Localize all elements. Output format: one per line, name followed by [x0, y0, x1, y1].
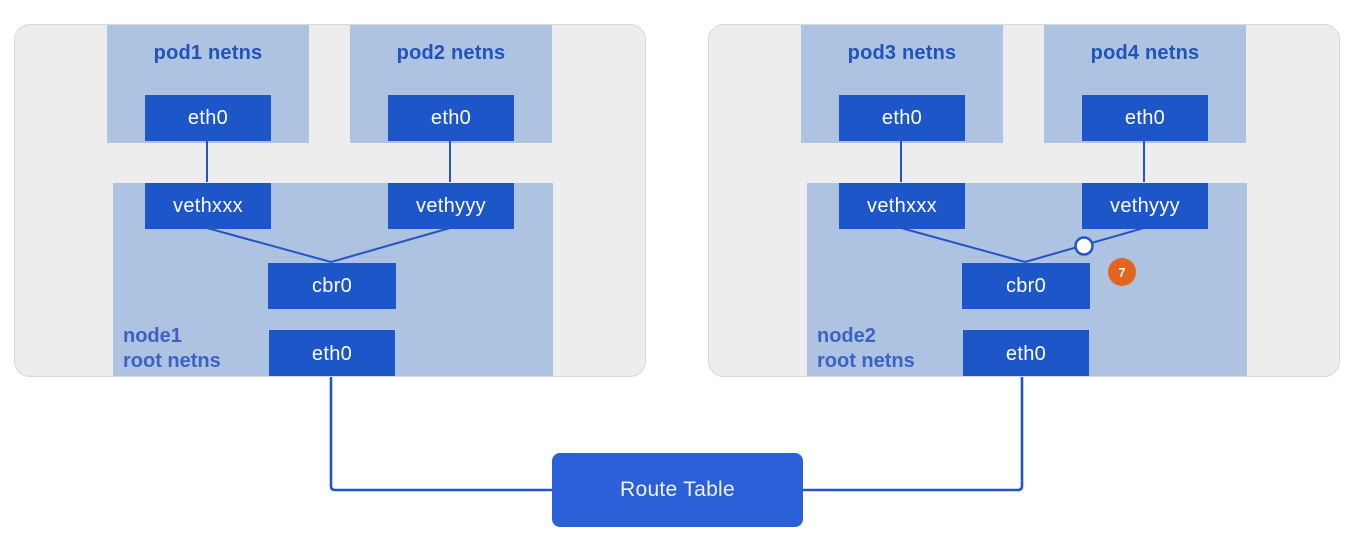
node2-name: node2 — [817, 325, 876, 347]
node2-label: node2 root netns — [817, 324, 915, 374]
wire-node1-eth0-to-route-table — [329, 377, 552, 492]
node1-root-netns-label: root netns — [123, 350, 221, 372]
pod4-eth0-box: eth0 — [1082, 95, 1208, 141]
pod2-netns-label: pod2 netns — [396, 42, 506, 64]
step-7-badge: 7 — [1108, 258, 1136, 286]
route-table-label: Route Table — [620, 478, 735, 501]
pod3-eth0-box: eth0 — [839, 95, 965, 141]
pod1-eth0-box: eth0 — [145, 95, 271, 141]
pod4-netns-box: pod4 netns eth0 — [1044, 25, 1246, 143]
wire-node2-eth0-to-route-table — [803, 377, 1024, 492]
pod1-netns-box: pod1 netns eth0 — [107, 25, 309, 143]
node1-vethxxx-box: vethxxx — [145, 183, 271, 229]
pod3-netns-label: pod3 netns — [847, 42, 957, 64]
node1-container: pod1 netns eth0 pod2 netns eth0 vethxxx … — [14, 24, 646, 377]
pod2-eth0-box: eth0 — [388, 95, 514, 141]
node1-cbr0-box: cbr0 — [268, 263, 396, 309]
node1-eth0-box: eth0 — [269, 330, 395, 376]
node1-vethyyy-box: vethyyy — [388, 183, 514, 229]
node2-cbr0-box: cbr0 — [962, 263, 1090, 309]
step-7-badge-number: 7 — [1118, 264, 1126, 280]
node1-name: node1 — [123, 325, 182, 347]
node2-container: pod3 netns eth0 pod4 netns eth0 vethxxx … — [708, 24, 1340, 377]
pod2-netns-box: pod2 netns eth0 — [350, 25, 552, 143]
pod1-netns-label: pod1 netns — [153, 42, 263, 64]
pod3-netns-box: pod3 netns eth0 — [801, 25, 1003, 143]
node2-root-netns-label: root netns — [817, 350, 915, 372]
pod4-netns-label: pod4 netns — [1090, 42, 1200, 64]
node2-vethxxx-box: vethxxx — [839, 183, 965, 229]
node2-vethyyy-box: vethyyy — [1082, 183, 1208, 229]
route-table-box: Route Table — [552, 453, 803, 527]
node1-label: node1 root netns — [123, 324, 221, 374]
node2-eth0-box: eth0 — [963, 330, 1089, 376]
